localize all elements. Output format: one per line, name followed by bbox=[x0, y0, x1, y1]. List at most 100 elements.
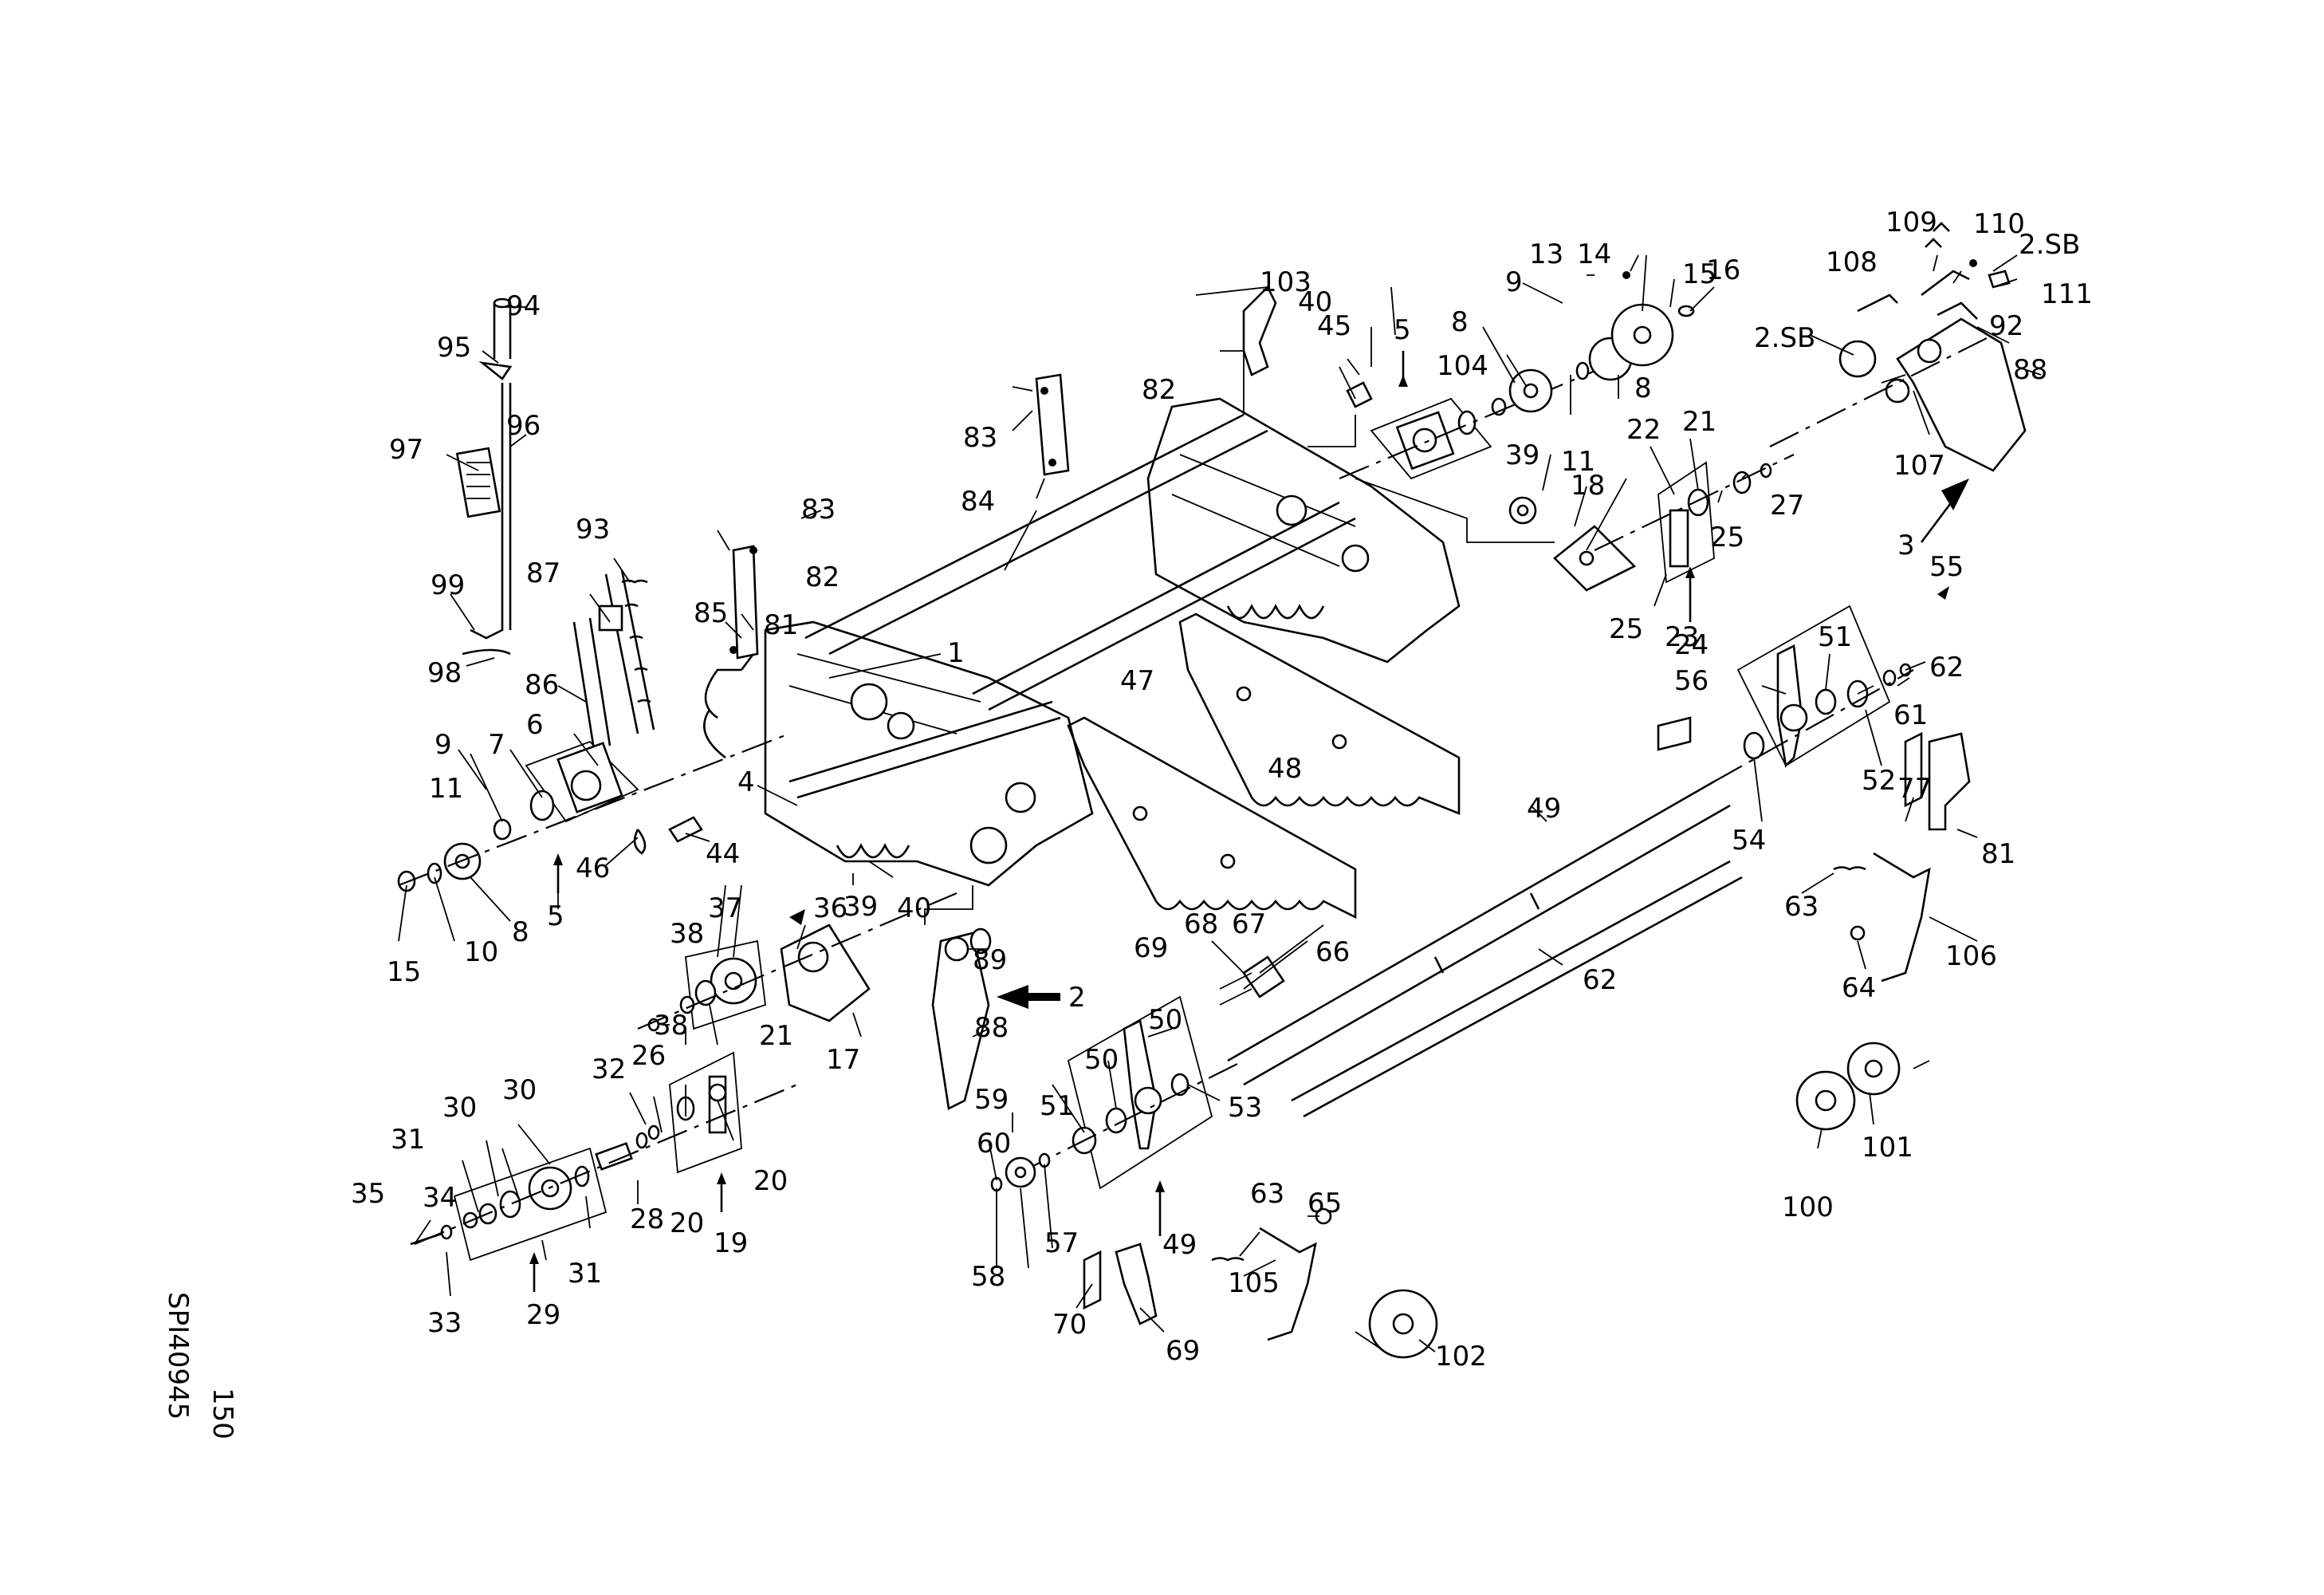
part-label: 45 bbox=[1317, 310, 1351, 342]
part-label: 61 bbox=[1893, 699, 1928, 731]
part-label: 36 bbox=[813, 892, 847, 924]
part-label: 24 bbox=[1674, 629, 1709, 661]
part-label: 39 bbox=[1505, 439, 1540, 471]
spring-84-89 bbox=[572, 569, 655, 750]
sprocket-100 bbox=[1368, 1289, 1438, 1359]
part-label: 39 bbox=[843, 891, 878, 923]
bearing-group-5-right bbox=[1339, 349, 1643, 480]
part-label: 64 bbox=[1842, 972, 1876, 1004]
part-label: 20 bbox=[753, 1165, 788, 1197]
part-label: 66 bbox=[1315, 936, 1350, 968]
part-label: 86 bbox=[525, 669, 559, 701]
part-label: 88 bbox=[974, 1012, 1009, 1044]
part-label: 4 bbox=[737, 766, 755, 798]
part-label: 2.SB bbox=[1754, 322, 1815, 354]
part-label: 92 bbox=[1989, 310, 2023, 342]
part-label: 77 bbox=[1897, 773, 1932, 805]
part-label: 8 bbox=[512, 916, 529, 948]
arm-77 bbox=[703, 653, 755, 759]
part-label: 18 bbox=[1571, 470, 1605, 502]
part-label: 98 bbox=[427, 657, 462, 689]
group-69-70-right bbox=[1904, 731, 1971, 831]
part-label: 15 bbox=[1682, 258, 1716, 290]
part-label: 6 bbox=[526, 709, 544, 741]
group-55 bbox=[990, 1152, 1051, 1192]
part-label: 22 bbox=[1626, 414, 1661, 446]
part-label: 40 bbox=[897, 892, 931, 924]
part-label: 99 bbox=[431, 569, 465, 601]
part-label: 65 bbox=[1307, 1187, 1342, 1219]
part-label: 27 bbox=[1770, 490, 1804, 522]
part-label: 25 bbox=[1710, 522, 1744, 553]
part-label: 50 bbox=[1148, 1004, 1182, 1036]
part-label: 51 bbox=[1818, 621, 1852, 653]
link-81-lower bbox=[729, 545, 759, 660]
part-label: 44 bbox=[706, 838, 740, 870]
arrow-3 bbox=[1920, 478, 1969, 543]
part-label: 46 bbox=[576, 853, 610, 884]
part-label: 10 bbox=[464, 936, 498, 968]
part-label: 21 bbox=[759, 1020, 793, 1052]
page-number: 150 bbox=[206, 1388, 238, 1439]
part-label: 20 bbox=[670, 1207, 704, 1239]
part-label: 38 bbox=[654, 1010, 688, 1042]
sprocket-38-upper bbox=[1508, 496, 1537, 525]
part-label: 37 bbox=[708, 892, 742, 924]
part-label: 105 bbox=[1228, 1267, 1280, 1299]
part-label: 57 bbox=[1044, 1227, 1079, 1259]
part-label: 70 bbox=[1052, 1309, 1087, 1341]
part-label: 8 bbox=[1451, 306, 1469, 338]
part-label: 21 bbox=[1682, 406, 1716, 438]
part-label: 60 bbox=[977, 1128, 1011, 1160]
part-label: 67 bbox=[1232, 908, 1266, 940]
part-label: 25 bbox=[1609, 613, 1643, 645]
part-label: 95 bbox=[437, 332, 471, 364]
part-label: 109 bbox=[1886, 207, 1937, 238]
part-label: 58 bbox=[971, 1261, 1005, 1293]
part-label: 103 bbox=[1260, 266, 1311, 298]
part-label: 85 bbox=[694, 597, 728, 629]
part-label: 110 bbox=[1973, 208, 2025, 240]
group-3 bbox=[1769, 222, 2027, 472]
part-label: 88 bbox=[2013, 354, 2047, 386]
chain-guard-39-40-left bbox=[633, 816, 703, 855]
group-18 bbox=[669, 1051, 742, 1174]
part-label: 50 bbox=[1084, 1044, 1119, 1076]
group-47 bbox=[1020, 995, 1245, 1190]
part-label: 14 bbox=[1577, 238, 1611, 270]
part-label: 52 bbox=[1862, 765, 1896, 797]
part-label: 63 bbox=[1250, 1178, 1284, 1210]
part-label: 84 bbox=[961, 486, 995, 518]
part-label: 54 bbox=[1732, 825, 1766, 857]
part-label: 89 bbox=[973, 944, 1007, 976]
arrow-2 bbox=[997, 985, 1060, 1009]
part-label: 51 bbox=[1040, 1090, 1074, 1122]
part-label: 9 bbox=[1505, 266, 1523, 298]
part-label: 68 bbox=[1184, 908, 1218, 940]
part-label: 97 bbox=[389, 434, 423, 466]
part-label: 82 bbox=[805, 561, 840, 593]
part-label: 35 bbox=[351, 1178, 385, 1210]
part-label: 29 bbox=[526, 1299, 560, 1331]
part-label: 81 bbox=[1981, 838, 2015, 870]
part-label: 48 bbox=[1268, 753, 1302, 785]
part-label: 93 bbox=[576, 514, 610, 545]
part-label: 63 bbox=[1784, 891, 1819, 923]
doc-number: SPI40945 bbox=[162, 1292, 194, 1420]
part-label: 11 bbox=[429, 773, 463, 805]
group-64-67 bbox=[1219, 955, 1285, 1006]
part-label: 16 bbox=[1706, 254, 1740, 286]
part-label: 106 bbox=[1945, 940, 1997, 972]
part-label: 2 bbox=[1068, 982, 1086, 1014]
part-label: 108 bbox=[1826, 246, 1878, 278]
part-label: 28 bbox=[630, 1203, 664, 1235]
group-62-103-center bbox=[1211, 1207, 1332, 1341]
part-label: 23 bbox=[1665, 621, 1699, 653]
part-label: 81 bbox=[764, 609, 798, 641]
part-label: 62 bbox=[1583, 964, 1617, 996]
part-label: 111 bbox=[2041, 278, 2093, 310]
part-label: 17 bbox=[826, 1044, 860, 1076]
part-label: 55 bbox=[1929, 551, 1964, 583]
part-label: 96 bbox=[506, 410, 541, 442]
part-label: 49 bbox=[1527, 793, 1561, 825]
